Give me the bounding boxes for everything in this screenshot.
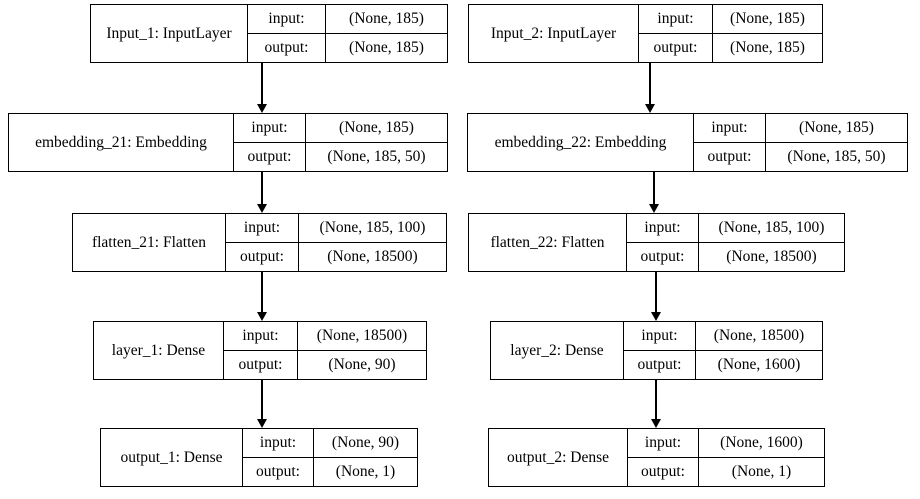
node-output-1: output_1: Dense input: (None, 90) output… — [100, 428, 418, 487]
input-label: input: — [694, 114, 766, 143]
arrowhead-icon — [645, 104, 655, 113]
node-embedding-21: embedding_21: Embedding input: (None, 18… — [8, 113, 448, 172]
output-label: output: — [694, 142, 766, 171]
edge-line — [261, 380, 263, 419]
layer-name: embedding_22: Embedding — [468, 114, 694, 171]
input-label: input: — [243, 429, 314, 458]
node-flatten-22: flatten_22: Flatten input: (None, 185, 1… — [468, 213, 845, 272]
output-label: output: — [224, 350, 298, 379]
input-label: input: — [224, 322, 298, 351]
output-label: output: — [639, 33, 713, 62]
edge-line — [655, 380, 657, 419]
edge-embedding21-flatten21 — [256, 172, 268, 213]
input-shape: (None, 90) — [314, 429, 417, 458]
output-label: output: — [226, 242, 299, 271]
layer-name: Input_1: InputLayer — [91, 5, 248, 62]
input-shape: (None, 18500) — [696, 322, 822, 351]
layer-name: output_1: Dense — [101, 429, 243, 486]
arrowhead-icon — [257, 419, 267, 428]
node-flatten-21: flatten_21: Flatten input: (None, 185, 1… — [72, 213, 447, 272]
edge-line — [261, 63, 263, 104]
output-shape: (None, 1) — [335, 462, 396, 480]
node-embedding-22: embedding_22: Embedding input: (None, 18… — [467, 113, 908, 172]
output-label: output: — [624, 350, 696, 379]
output-shape: (None, 18500) — [726, 247, 817, 265]
edge-flatten22-layer2 — [650, 272, 662, 321]
output-shape: (None, 1) — [731, 462, 792, 480]
input-shape: (None, 18500) — [298, 322, 426, 351]
arrowhead-icon — [257, 312, 267, 321]
arrowhead-icon — [649, 204, 659, 213]
layer-name: embedding_21: Embedding — [9, 114, 234, 171]
edge-embedding22-flatten22 — [648, 172, 660, 213]
input-shape: (None, 185) — [326, 5, 447, 34]
arrowhead-icon — [257, 204, 267, 213]
layer-name: Input_2: InputLayer — [469, 5, 639, 62]
edge-layer2-output2 — [650, 380, 662, 428]
output-shape: (None, 90) — [328, 355, 396, 373]
layer-name: layer_1: Dense — [94, 322, 224, 379]
input-label: input: — [226, 214, 299, 243]
output-shape: (None, 18500) — [327, 247, 418, 265]
layer-name: flatten_21: Flatten — [73, 214, 226, 271]
arrowhead-icon — [651, 419, 661, 428]
output-label: output: — [234, 142, 306, 171]
node-input-1: Input_1: InputLayer input: (None, 185) o… — [90, 4, 448, 63]
edge-line — [261, 272, 263, 312]
output-label: output: — [628, 457, 699, 486]
input-label: input: — [628, 429, 699, 458]
input-shape: (None, 185) — [306, 114, 447, 143]
edge-layer1-output1 — [256, 380, 268, 428]
input-shape: (None, 185, 100) — [299, 214, 446, 243]
input-shape: (None, 1600) — [699, 429, 824, 458]
layer-name: flatten_22: Flatten — [469, 214, 627, 271]
arrowhead-icon — [257, 104, 267, 113]
output-shape: (None, 185, 50) — [327, 147, 426, 165]
edge-line — [655, 272, 657, 312]
output-shape: (None, 185, 50) — [787, 147, 886, 165]
output-shape: (None, 185) — [349, 38, 424, 56]
edge-line — [261, 172, 263, 204]
output-label: output: — [248, 33, 326, 62]
node-layer-2: layer_2: Dense input: (None, 18500) outp… — [490, 321, 823, 380]
edge-flatten21-layer1 — [256, 272, 268, 321]
node-input-2: Input_2: InputLayer input: (None, 185) o… — [468, 4, 823, 63]
input-shape: (None, 185) — [713, 5, 822, 34]
edge-input2-embedding22 — [644, 63, 656, 113]
edge-line — [649, 63, 651, 104]
input-label: input: — [248, 5, 326, 34]
input-shape: (None, 185, 100) — [699, 214, 844, 243]
input-label: input: — [639, 5, 713, 34]
output-shape: (None, 1600) — [717, 355, 801, 373]
layer-name: output_2: Dense — [489, 429, 628, 486]
input-label: input: — [624, 322, 696, 351]
arrowhead-icon — [651, 312, 661, 321]
input-label: input: — [234, 114, 306, 143]
output-shape: (None, 185) — [730, 38, 805, 56]
edge-line — [653, 172, 655, 204]
node-layer-1: layer_1: Dense input: (None, 18500) outp… — [93, 321, 427, 380]
input-shape: (None, 185) — [766, 114, 907, 143]
output-label: output: — [627, 242, 699, 271]
node-output-2: output_2: Dense input: (None, 1600) outp… — [488, 428, 825, 487]
output-label: output: — [243, 457, 314, 486]
edge-input1-embedding21 — [256, 63, 268, 113]
input-label: input: — [627, 214, 699, 243]
layer-name: layer_2: Dense — [491, 322, 624, 379]
